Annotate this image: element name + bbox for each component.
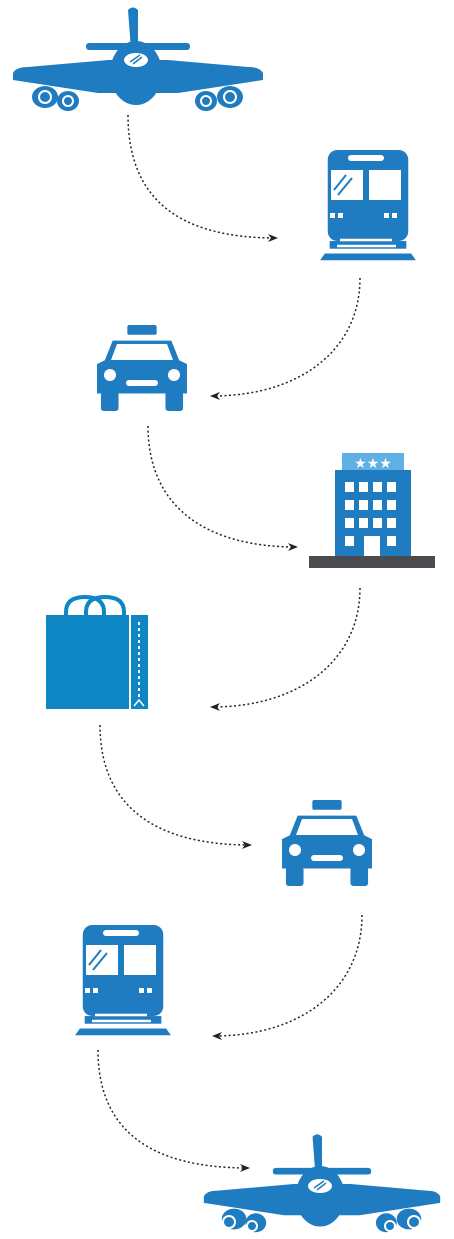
train-icon — [320, 150, 416, 261]
airplane-icon — [13, 7, 263, 111]
airplane-icon — [203, 1134, 441, 1233]
connector-arrow — [127, 114, 278, 242]
hotel-stars: ★★★ — [354, 456, 392, 472]
train-icon — [75, 925, 171, 1036]
connector-arrow — [210, 277, 361, 400]
connectors — [97, 114, 363, 1172]
hotel-icon: ★★★ — [309, 453, 435, 568]
connector-arrow — [147, 425, 298, 551]
connector-arrow — [210, 587, 361, 711]
taxi-icon — [97, 325, 187, 412]
connector-arrow — [97, 1049, 250, 1172]
connector-arrow — [99, 724, 252, 849]
shopping-bag-icon — [46, 594, 148, 709]
taxi-icon — [282, 800, 372, 887]
connector-arrow — [212, 914, 363, 1040]
